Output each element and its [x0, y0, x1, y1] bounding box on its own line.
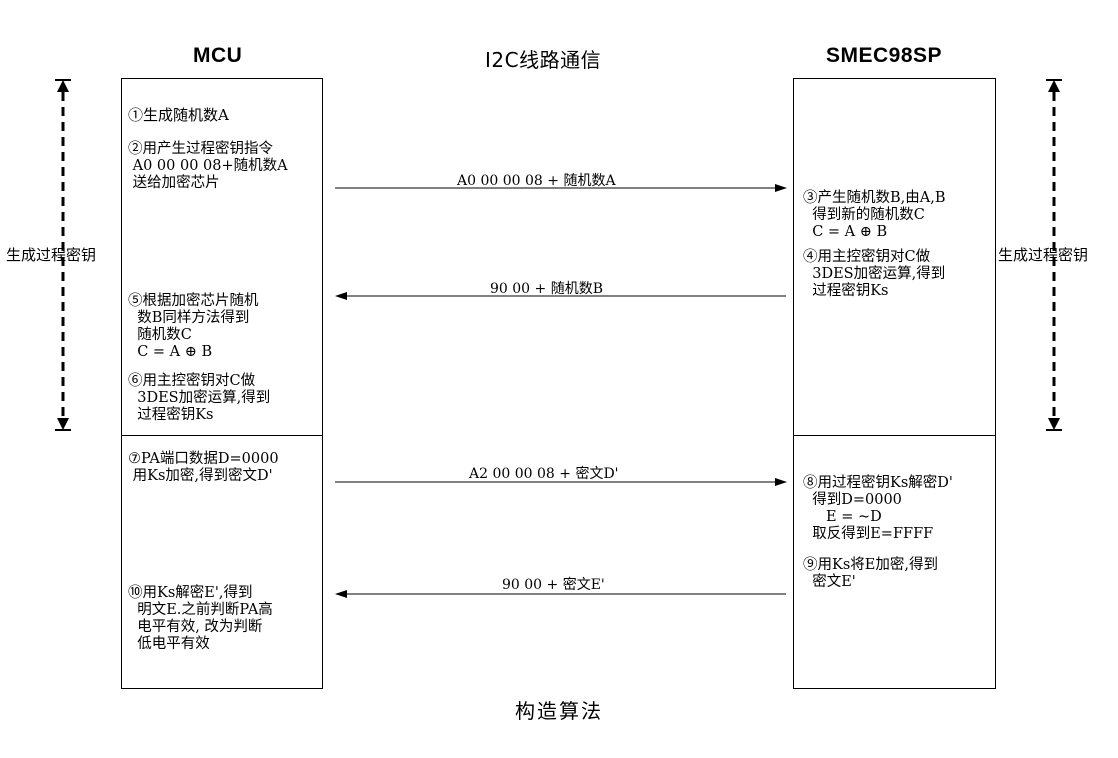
smec-box-bottom [793, 435, 996, 689]
message-2-label: 90 00 + 随机数B [490, 281, 603, 297]
smec-step-4: ④用主控密钥对C做 3DES加密运算,得到 过程密钥Ks [803, 249, 946, 299]
i2c-header: I2C线路通信 [485, 48, 602, 72]
smec-header: SMEC98SP [826, 44, 943, 67]
mcu-step-7: ⑦PA端口数据D=0000 用Ks加密,得到密文D' [128, 451, 279, 484]
mcu-box-bottom [121, 435, 323, 689]
smec-step-8: ⑧用过程密钥Ks解密D' 得到D=0000 E = ~D 取反得到E=FFFF [803, 475, 953, 542]
diagram-caption: 构造算法 [515, 699, 603, 723]
left-bracket [55, 79, 71, 431]
right-side-label: 生成过程密钥 [998, 246, 1089, 264]
smec-step-3: ③产生随机数B,由A,B 得到新的随机数C C = A ⊕ B [803, 190, 946, 240]
smec-step-9: ⑨用Ks将E加密,得到 密文E' [803, 557, 938, 590]
mcu-step-10: ⑩用Ks解密E',得到 明文E.之前判断PA高 电平有效, 改为判断 低电平有效 [128, 585, 273, 652]
mcu-step-2: ②用产生过程密钥指令 A0 00 00 08+随机数A 送给加密芯片 [128, 141, 288, 191]
mcu-header: MCU [193, 44, 243, 67]
mcu-step-1: ①生成随机数A [128, 106, 229, 124]
left-side-label: 生成过程密钥 [6, 246, 97, 264]
message-1-label: A0 00 00 08 + 随机数A [457, 173, 616, 189]
right-bracket [1046, 79, 1062, 431]
mcu-step-6: ⑥用主控密钥对C做 3DES加密运算,得到 过程密钥Ks [128, 373, 271, 423]
mcu-step-5: ⑤根据加密芯片随机 数B同样方法得到 随机数C C = A ⊕ B [128, 293, 259, 360]
message-4-label: 90 00 + 密文E' [502, 577, 605, 593]
message-3-label: A2 00 00 08 + 密文D' [469, 466, 619, 482]
